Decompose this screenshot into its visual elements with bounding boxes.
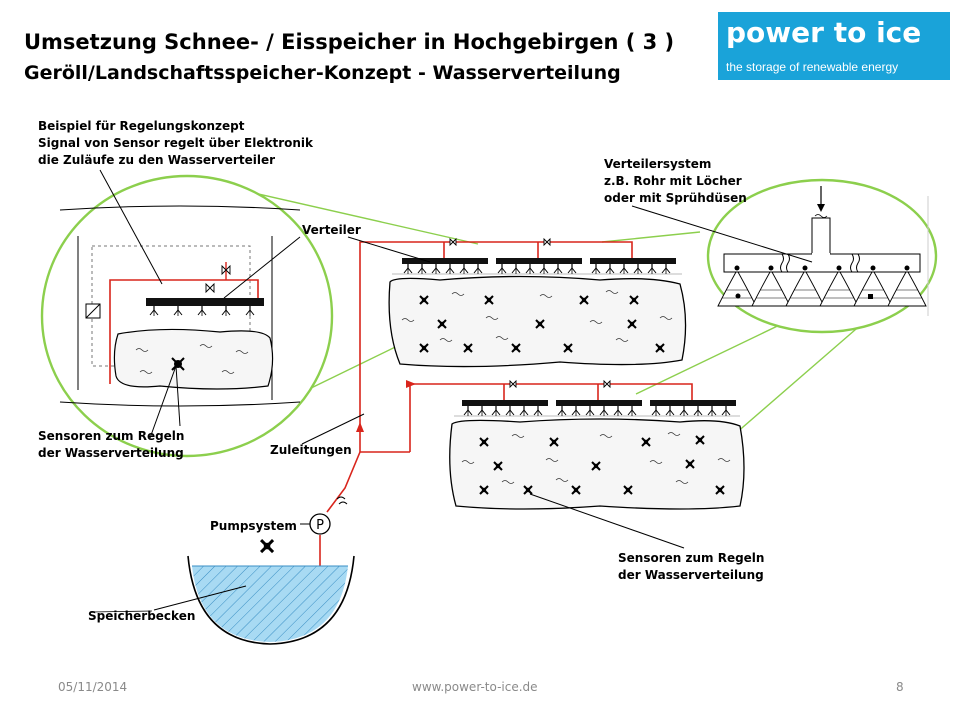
supply-pipes xyxy=(319,241,693,568)
pump-symbol: P xyxy=(316,518,324,533)
label-verteiler: Verteiler xyxy=(302,223,361,237)
footer-page-number: 8 xyxy=(896,680,904,694)
distributor-bars xyxy=(402,258,736,417)
page-title: Umsetzung Schnee- / Eisspeicher in Hochg… xyxy=(24,30,675,54)
storage-basin xyxy=(153,555,355,645)
spray-cones xyxy=(717,271,927,307)
pipe-break xyxy=(336,496,348,505)
label-speicherbecken: Speicherbecken xyxy=(88,609,196,623)
footer-url[interactable]: www.power-to-ice.de xyxy=(412,680,538,694)
brand-logo: power to ice the storage of renewable en… xyxy=(718,12,950,80)
zoom-circle-distribution xyxy=(706,178,938,334)
page-subtitle: Geröll/Landschaftsspeicher-Konzept - Was… xyxy=(24,62,621,84)
zoom-circle-control xyxy=(40,174,334,554)
leader-lines xyxy=(99,169,813,549)
label-zuleitungen: Zuleitungen xyxy=(270,443,352,457)
logo-tagline: the storage of renewable energy xyxy=(726,60,899,74)
valves xyxy=(449,237,611,389)
label-pumpsystem: Pumpsystem xyxy=(210,519,297,533)
flow-arrows xyxy=(356,380,416,432)
storage-block-upper xyxy=(388,273,687,368)
label-sensors-right: Sensoren zum Regeln der Wasserverteilung xyxy=(618,551,765,582)
label-sensors-left: Sensoren zum Regeln der Wasserverteilung xyxy=(38,429,185,460)
label-control-example: Beispiel für Regelungskonzept Signal von… xyxy=(38,119,314,167)
basin-leader xyxy=(91,610,153,613)
storage-block-lower xyxy=(449,415,745,510)
logo-name: power to ice xyxy=(726,16,922,49)
label-verteilersystem: Verteilersystem z.B. Rohr mit Löcher ode… xyxy=(604,157,747,205)
footer-date: 05/11/2014 xyxy=(58,680,128,694)
pump: P xyxy=(300,513,331,535)
